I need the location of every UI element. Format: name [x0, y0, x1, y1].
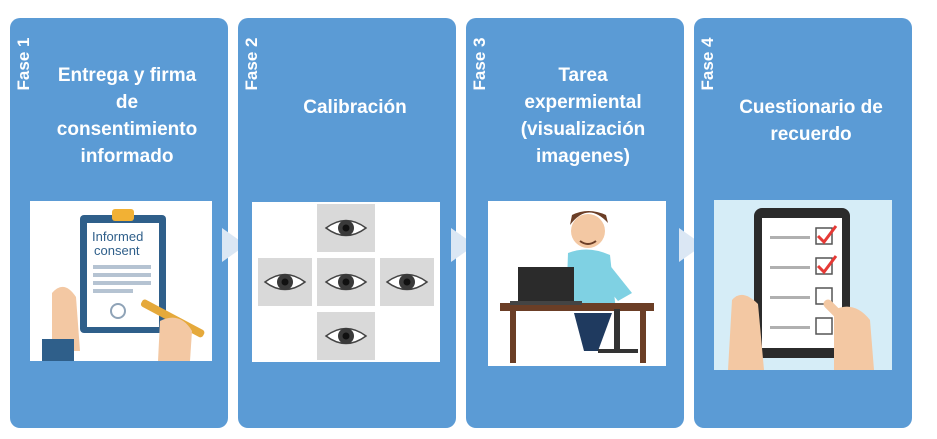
phase-3-label: Fase 3 [470, 37, 489, 91]
phase-1-label: Fase 1 [14, 37, 33, 91]
phase-3-title: Tarea expermiental (visualización imagen… [520, 65, 646, 167]
phase-2-panel: Fase 2 Calibración [238, 18, 456, 428]
phase-4-panel: Fase 4 Cuestionario de recuerdo [694, 18, 912, 428]
consent-heading-2: consent [94, 243, 140, 258]
phase-1-panel: Fase 1 Entrega y firma de consentimiento… [10, 18, 228, 428]
calibration-illustration [252, 202, 440, 362]
questionnaire-illustration [714, 200, 892, 370]
consent-heading-1: Informed [92, 229, 143, 244]
phase-3-panel: Fase 3 Tarea expermiental (visualización… [466, 18, 684, 428]
laptop-icon [510, 267, 582, 305]
phase-2-label: Fase 2 [242, 37, 261, 91]
phase-4-label: Fase 4 [698, 37, 717, 91]
phase-2-title: Calibración [303, 97, 407, 118]
experiment-illustration [488, 201, 666, 366]
consent-illustration: Informed consent [30, 201, 212, 361]
eye-icon [258, 204, 434, 360]
phase-4-title: Cuestionario de recuerdo [739, 97, 883, 145]
clipboard-icon [80, 209, 166, 333]
phase-1-title: Entrega y firma de consentimiento inform… [56, 65, 198, 167]
